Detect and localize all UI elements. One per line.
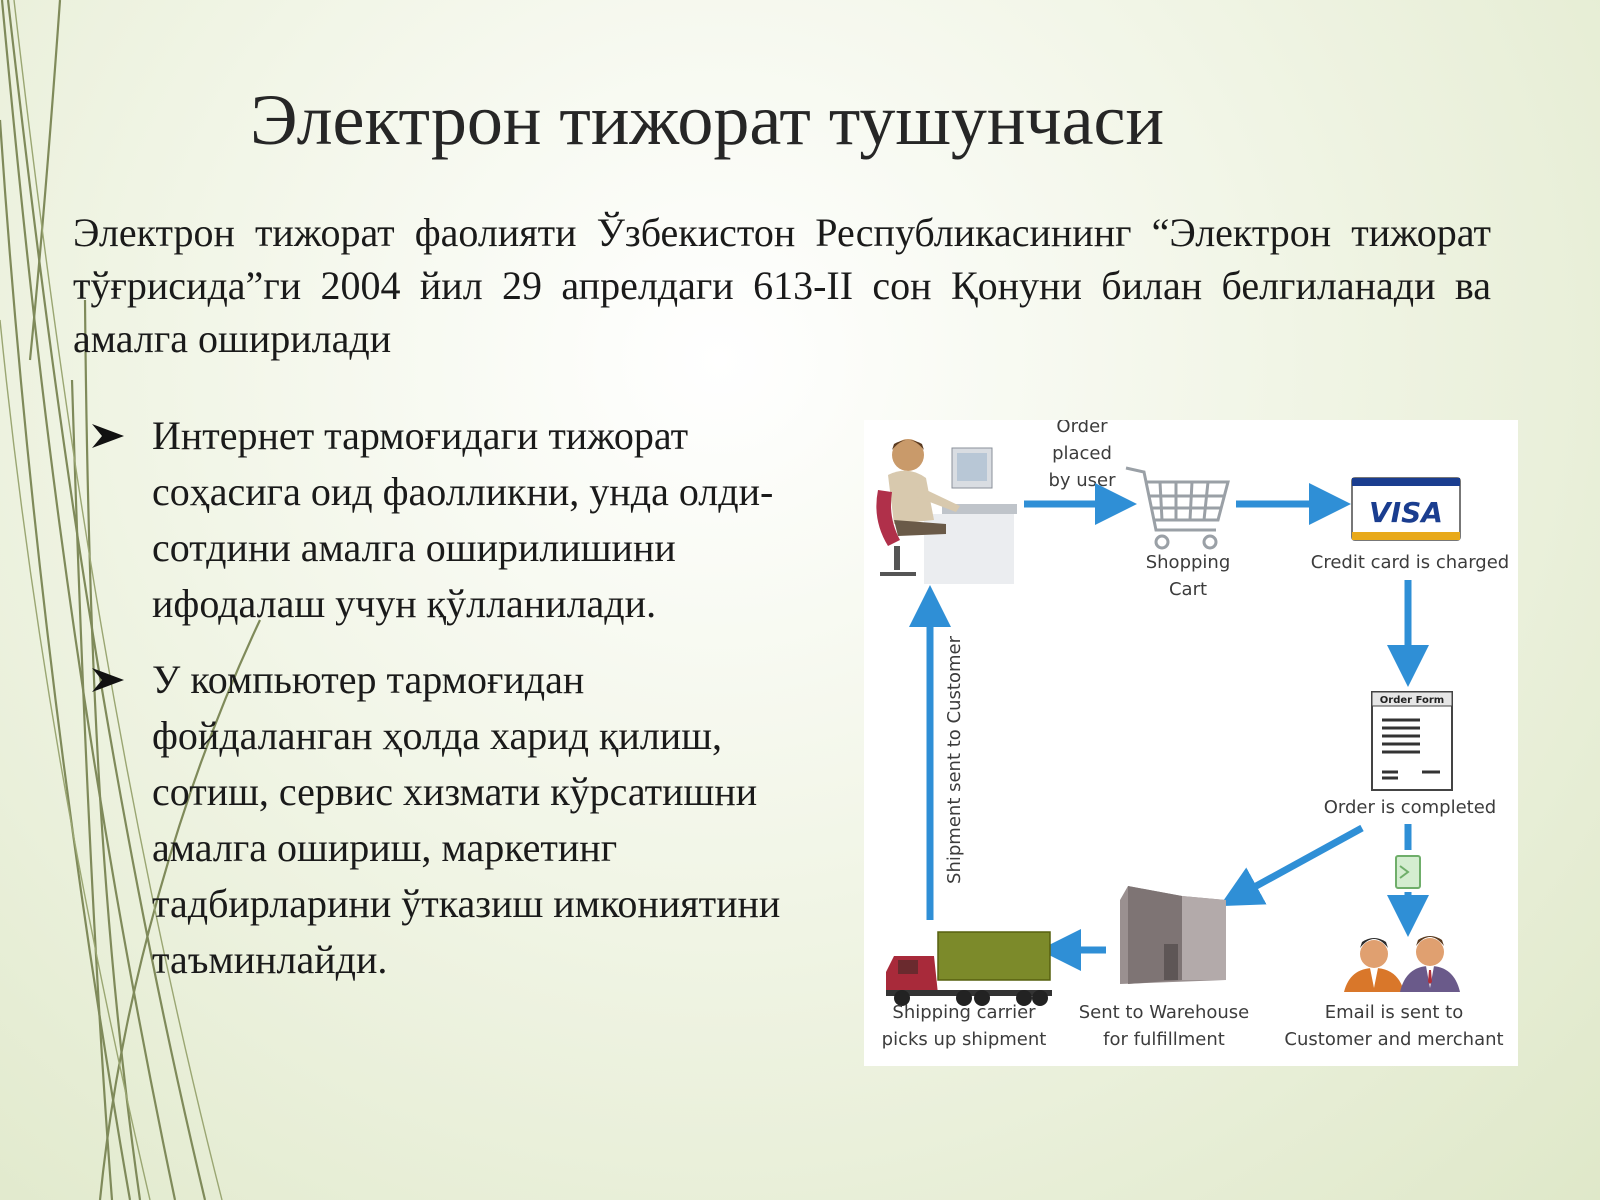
shopping-cart-label: Shopping	[1146, 552, 1231, 573]
email-sent-label: Email is sent to	[1325, 1002, 1463, 1023]
shipping-truck-icon	[886, 931, 1052, 1006]
email-envelope-icon	[1395, 855, 1421, 889]
arrowhead-bullet-icon	[92, 668, 124, 692]
shipment-sent-label: Shipment sent to Customer	[944, 635, 965, 884]
order-form-icon: Order Form	[1371, 691, 1453, 791]
shipping-carrier-label: Shipping carrier	[892, 1002, 1036, 1023]
arrow-order-to-warehouse	[1219, 824, 1364, 907]
email-sent-label: Customer and merchant	[1284, 1029, 1503, 1050]
bullet-text: У компьютер тармоғидан фойдаланган ҳолда…	[152, 657, 781, 982]
ecommerce-process-diagram: Order placed by user Shopping Cart	[864, 420, 1518, 1066]
order-placed-label: by user	[1048, 470, 1116, 491]
warehouse-icon	[1120, 886, 1226, 984]
warehouse-label: for fulfillment	[1103, 1029, 1225, 1050]
shipping-carrier-label: picks up shipment	[882, 1029, 1047, 1050]
bullet-list: Интернет тармоғидаги тижорат соҳасига ои…	[90, 408, 790, 1008]
credit-card-icon: VISA	[1351, 477, 1461, 541]
bullet-item: У компьютер тармоғидан фойдаланган ҳолда…	[90, 652, 790, 988]
bullet-text: Интернет тармоғидаги тижорат соҳасига ои…	[152, 413, 774, 626]
slide-title: Электрон тижорат тушунчаси	[250, 80, 1165, 160]
warehouse-label: Sent to Warehouse	[1079, 1002, 1250, 1023]
order-form-header: Order Form	[1380, 695, 1444, 706]
order-completed-label: Order is completed	[1324, 797, 1496, 818]
bullet-item: Интернет тармоғидаги тижорат соҳасига ои…	[90, 408, 790, 632]
shopping-cart-label: Cart	[1169, 579, 1207, 600]
intro-paragraph: Электрон тижорат фаолияти Ўзбекистон Рес…	[73, 210, 1491, 361]
customer-and-merchant-icon	[1344, 936, 1460, 992]
user-at-computer-icon	[876, 439, 1017, 584]
visa-logo-text: VISA	[1369, 496, 1443, 529]
shopping-cart-icon	[1125, 466, 1230, 550]
arrowhead-bullet-icon	[92, 424, 124, 448]
credit-card-label: Credit card is charged	[1311, 552, 1509, 573]
order-placed-label: Order	[1056, 420, 1108, 437]
order-placed-label: placed	[1052, 443, 1112, 464]
